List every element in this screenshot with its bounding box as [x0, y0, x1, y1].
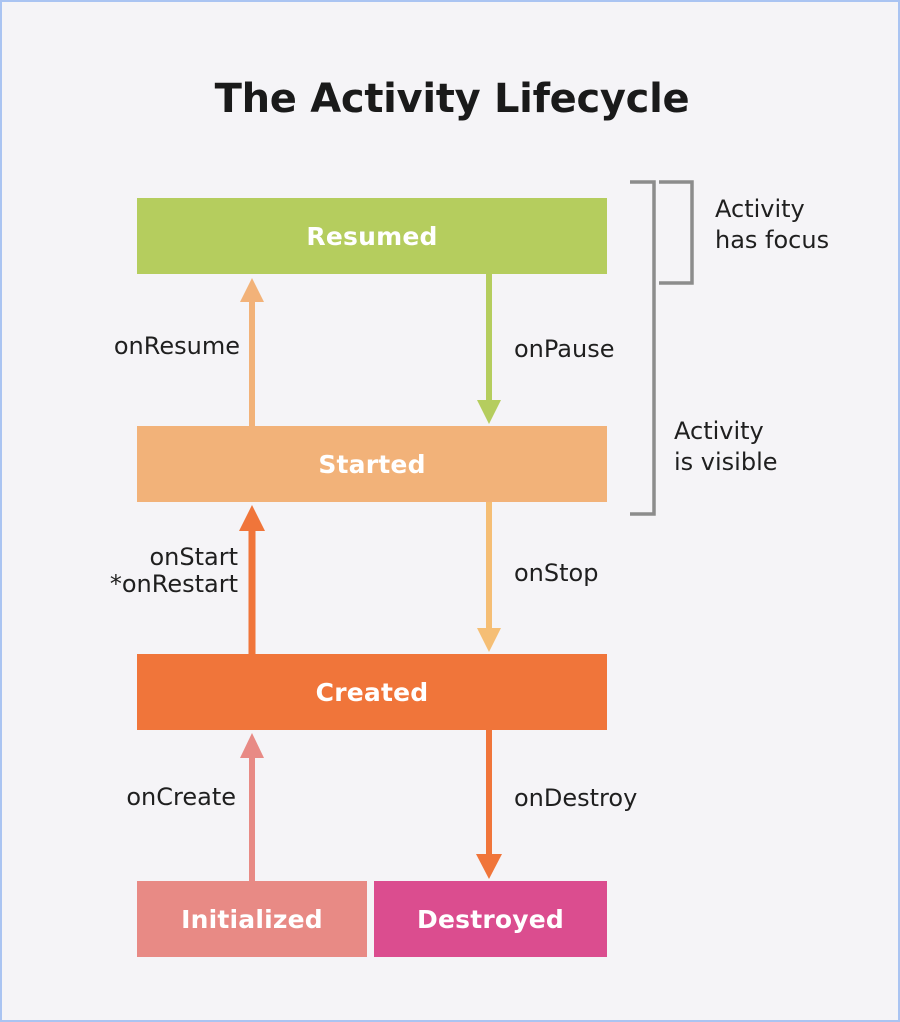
state-box-initialized[interactable]: Initialized — [137, 881, 367, 957]
transition-label-onstart: onStart *onRestart — [109, 543, 238, 598]
annotation-label-is-visible: Activity is visible — [674, 417, 778, 476]
arrow-onstart — [239, 505, 265, 654]
arrow-onstop — [477, 502, 501, 652]
transition-label-oncreate: onCreate — [126, 783, 236, 811]
arrow-oncreate — [240, 733, 264, 881]
annotation-label-has-focus: Activity has focus — [715, 195, 830, 254]
transition-label-onstop: onStop — [514, 559, 599, 587]
arrow-ondestroy — [476, 730, 502, 879]
arrow-onresume — [240, 278, 264, 426]
state-box-started[interactable]: Started — [137, 426, 607, 502]
state-box-destroyed[interactable]: Destroyed — [374, 881, 607, 957]
page-title: The Activity Lifecycle — [214, 76, 690, 122]
transition-label-onresume: onResume — [113, 332, 240, 360]
state-box-resumed[interactable]: Resumed — [137, 198, 607, 274]
bracket-is-visible — [630, 180, 656, 516]
transition-label-ondestroy: onDestroy — [514, 784, 638, 812]
transition-label-onpause: onPause — [514, 335, 615, 363]
arrow-onpause — [477, 274, 501, 424]
bracket-has-focus — [659, 180, 694, 285]
state-box-created[interactable]: Created — [137, 654, 607, 730]
